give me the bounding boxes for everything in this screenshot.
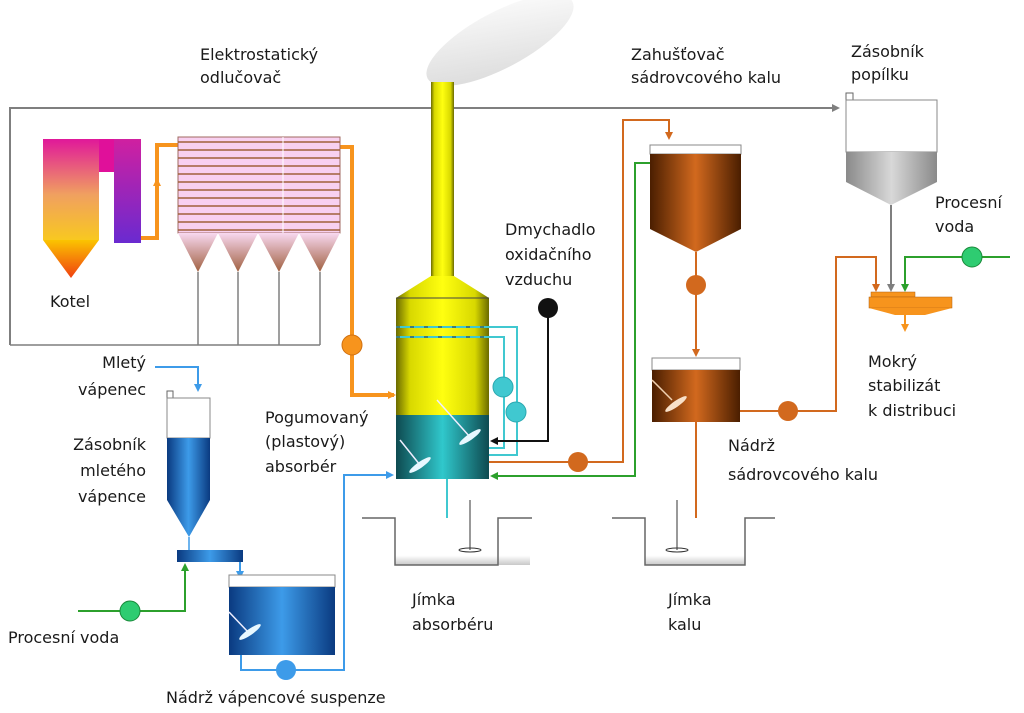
- svg-text:Jímka: Jímka: [667, 590, 712, 609]
- process-water-pump-icon[interactable]: [119, 600, 141, 622]
- svg-text:Mletý: Mletý: [102, 353, 146, 372]
- absorber-sump: [362, 500, 532, 566]
- svg-text:Procesní: Procesní: [935, 193, 1003, 212]
- process-water-pump-right-icon[interactable]: [961, 246, 983, 268]
- svg-text:voda: voda: [935, 217, 974, 236]
- fly-ash-line: [9, 104, 895, 346]
- svg-text:Elektrostatický: Elektrostatický: [200, 45, 318, 64]
- svg-text:Zásobník: Zásobník: [851, 42, 925, 61]
- svg-text:vzduchu: vzduchu: [505, 270, 572, 289]
- svg-text:mletého: mletého: [80, 461, 146, 480]
- slurry-tank: [228, 574, 336, 655]
- svg-text:(plastový): (plastový): [265, 432, 345, 451]
- overflow-water-line: [490, 162, 650, 480]
- svg-text:oxidačního: oxidačního: [505, 245, 591, 264]
- limestone-feed-line: [155, 366, 202, 392]
- svg-text:odlučovač: odlučovač: [200, 68, 281, 87]
- label-absorber-sump: Jímka absorbéru: [411, 590, 493, 634]
- thickener-pump-icon[interactable]: [686, 275, 706, 295]
- ash-silo: [845, 92, 938, 205]
- recirculation-pump-icon[interactable]: [492, 376, 514, 398]
- svg-text:Nádrž: Nádrž: [728, 436, 775, 455]
- svg-text:Zásobník: Zásobník: [73, 435, 147, 454]
- absorber: [396, 82, 489, 479]
- gypsum-tank: [651, 357, 741, 422]
- process-water-line-right: [901, 256, 1010, 292]
- mixer: [868, 291, 953, 315]
- label-product: Mokrý stabilizát k distribuci: [868, 352, 956, 420]
- label-process-water-left: Procesní voda: [8, 628, 119, 647]
- label-gypsum-tank: Nádrž sádrovcového kalu: [728, 436, 878, 484]
- svg-text:absorbéru: absorbéru: [412, 615, 493, 634]
- process-water-line-left: [78, 563, 189, 612]
- oxidation-air-line: [490, 316, 549, 445]
- label-thickener: Zahušťovač sádrovcového kalu: [631, 45, 781, 87]
- gypsum-to-mixer-line: [740, 256, 880, 412]
- label-sludge-sump: Jímka kalu: [667, 590, 712, 634]
- sludge-sump: [612, 500, 775, 566]
- svg-text:Zahušťovač: Zahušťovač: [631, 45, 725, 64]
- svg-text:sádrovcového kalu: sádrovcového kalu: [728, 465, 878, 484]
- boiler: [43, 139, 141, 278]
- flue-gas-fan-icon[interactable]: [341, 334, 363, 356]
- svg-text:Mokrý: Mokrý: [868, 352, 917, 371]
- svg-text:absorbér: absorbér: [265, 457, 337, 476]
- svg-text:popílku: popílku: [851, 65, 909, 84]
- svg-text:Pogumovaný: Pogumovaný: [265, 408, 368, 427]
- label-process-water-right: Procesní voda: [935, 193, 1003, 236]
- recirculation-pump-icon[interactable]: [505, 401, 527, 423]
- oxidation-blower-icon[interactable]: [538, 298, 558, 318]
- label-limestone-in: Mletý vápenec: [78, 353, 146, 399]
- label-boiler: Kotel: [50, 292, 90, 311]
- label-limestone-silo: Zásobník mletého vápence: [73, 435, 147, 506]
- label-ash-silo: Zásobník popílku: [851, 42, 925, 84]
- svg-text:Dmychadlo: Dmychadlo: [505, 220, 596, 239]
- label-absorber: Pogumovaný (plastový) absorbér: [265, 408, 368, 476]
- electrostatic-precipitator: [177, 136, 341, 272]
- svg-text:vápenec: vápenec: [78, 380, 146, 399]
- svg-text:k distribuci: k distribuci: [868, 401, 956, 420]
- smoke-plume: [426, 0, 574, 86]
- label-blower: Dmychadlo oxidačního vzduchu: [505, 220, 596, 289]
- gypsum-pump-icon[interactable]: [568, 452, 588, 472]
- gypsum-tank-pump-icon[interactable]: [778, 401, 798, 421]
- svg-text:vápence: vápence: [78, 487, 146, 506]
- label-slurry-tank: Nádrž vápencové suspenze: [166, 688, 386, 707]
- svg-text:sádrovcového kalu: sádrovcového kalu: [631, 68, 781, 87]
- slurry-line: [240, 471, 394, 671]
- flue-gas-line: [141, 143, 396, 399]
- label-esp: Elektrostatický odlučovač: [200, 45, 318, 87]
- svg-text:Jímka: Jímka: [411, 590, 456, 609]
- svg-text:stabilizát: stabilizát: [868, 376, 940, 395]
- slurry-pump-icon[interactable]: [276, 660, 296, 680]
- limestone-silo: [166, 390, 243, 562]
- gypsum-thickener: [649, 144, 742, 252]
- svg-text:kalu: kalu: [668, 615, 701, 634]
